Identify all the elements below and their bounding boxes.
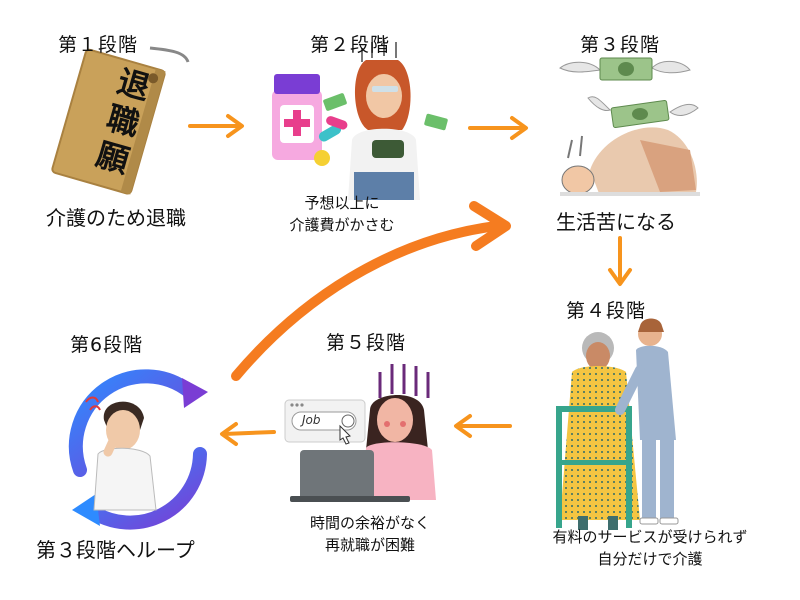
resignation-letter-illustration — [51, 46, 190, 195]
job-search-laptop-illustration — [284, 364, 436, 502]
stage3-caption: 生活苦になる — [556, 210, 676, 234]
loop-arrows-and-stressed-man-illustration — [68, 369, 208, 530]
stage4-caption-line2: 自分だけで介護 — [597, 550, 703, 568]
stage5-caption-line1: 時間の余裕がなく — [309, 514, 430, 532]
stage1-caption: 介護のため退職 — [46, 206, 186, 230]
job-search-text: Job — [302, 413, 321, 427]
arrow-stage5-to-stage6 — [220, 422, 276, 446]
stage2-title: 第２段階 — [310, 34, 391, 56]
stage6-caption: 第３段階ヘループ — [36, 538, 195, 562]
arrow-stage4-to-stage5 — [454, 414, 512, 438]
elderly-and-caregiver-illustration — [556, 318, 679, 530]
stage2-caption: 予想以上に 介護費がかさむ — [272, 192, 412, 236]
stage5-caption-line2: 再就職が困難 — [324, 536, 415, 554]
arrow-stage1-to-stage2 — [188, 114, 244, 138]
stage5-title: 第５段階 — [326, 332, 407, 354]
stage6-title: 第6段階 — [70, 334, 144, 356]
loop-arrow-stage6-to-stage3 — [231, 201, 511, 381]
arrow-stage2-to-stage3 — [468, 116, 528, 140]
stage5-caption: 時間の余裕がなく 再就職が困難 — [290, 512, 450, 556]
stage4-title: 第４段階 — [566, 300, 647, 322]
stage3-title: 第３段階 — [580, 34, 661, 56]
flying-money-and-kneeling-person-illustration — [559, 57, 700, 196]
stage2-caption-line1: 予想以上に — [304, 194, 380, 212]
arrow-stage3-to-stage4 — [608, 236, 632, 286]
stage4-caption: 有料のサービスが受けられず 自分だけで介護 — [520, 526, 780, 570]
stage4-caption-line1: 有料のサービスが受けられず — [552, 528, 748, 546]
stage1-title: 第１段階 — [58, 34, 139, 56]
medicine-and-stressed-woman-illustration — [272, 40, 448, 200]
stage2-caption-line2: 介護費がかさむ — [289, 216, 395, 234]
